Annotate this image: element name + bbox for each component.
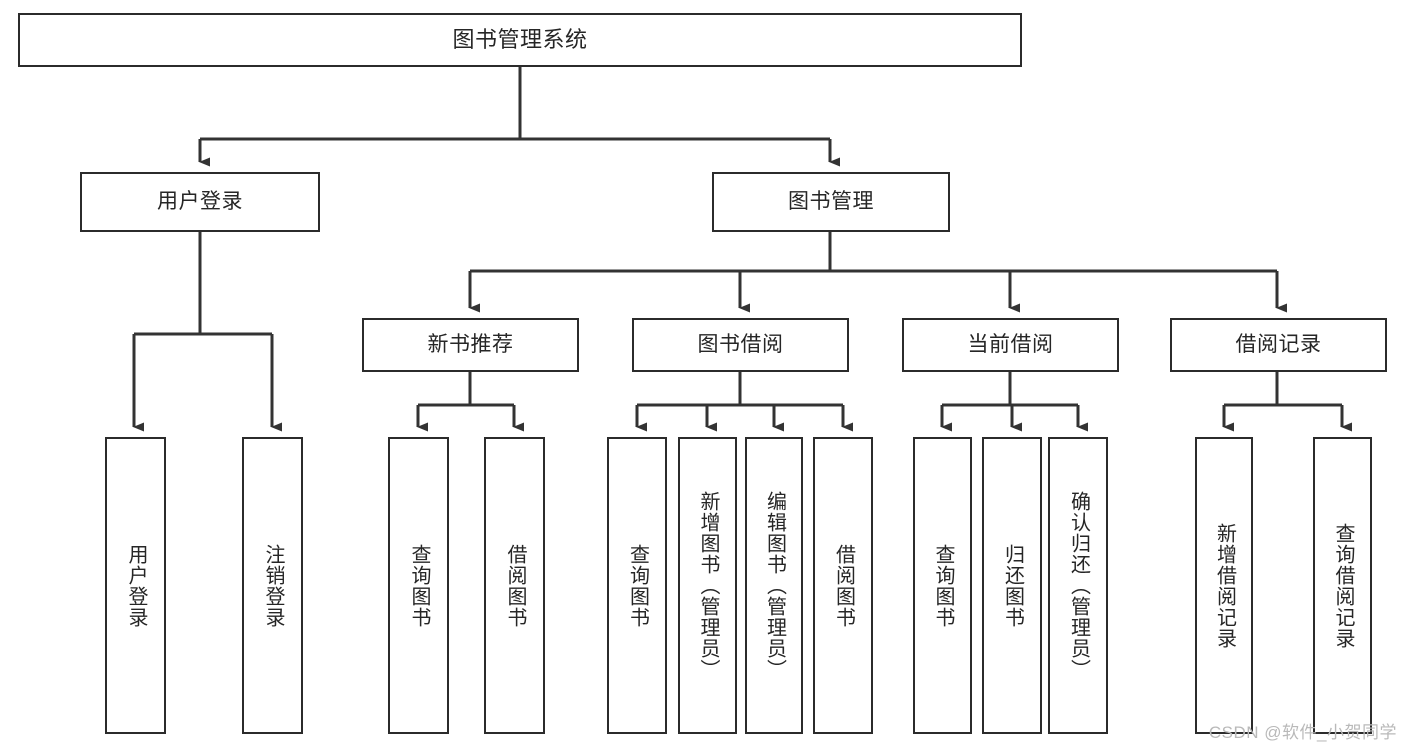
node-label: 查询图书 (626, 543, 649, 628)
node-leaf-图书借阅-新增图书管理员[interactable]: 新增图书（管理员） (678, 437, 737, 734)
node-leaf-借阅记录-查询借阅记录[interactable]: 查询借阅记录 (1313, 437, 1372, 734)
node-leaf-当前借阅-归还图书[interactable]: 归还图书 (982, 437, 1042, 734)
watermark-text: CSDN @软件_小贺同学 (1208, 723, 1397, 742)
node-leaf-用户登录-注销登录[interactable]: 注销登录 (242, 437, 303, 734)
node-level2-图书管理[interactable]: 图书管理 (712, 172, 950, 232)
node-leaf-新书推荐-借阅图书[interactable]: 借阅图书 (484, 437, 545, 734)
node-label: 新书推荐 (427, 333, 514, 357)
node-label: 查询借阅记录 (1332, 522, 1354, 649)
node-leaf-图书借阅-查询图书[interactable]: 查询图书 (607, 437, 667, 734)
node-leaf-当前借阅-查询图书[interactable]: 查询图书 (913, 437, 972, 734)
node-label: 借阅图书 (832, 543, 855, 628)
node-label: 查询图书 (932, 543, 954, 628)
node-leaf-借阅记录-新增借阅记录[interactable]: 新增借阅记录 (1195, 437, 1253, 734)
node-level3-图书借阅[interactable]: 图书借阅 (632, 318, 849, 372)
node-leaf-图书借阅-编辑图书管理员[interactable]: 编辑图书（管理员） (745, 437, 803, 734)
node-label: 确认归还（管理员） (1067, 491, 1090, 680)
node-label: 查询图书 (408, 543, 430, 628)
node-level2-用户登录[interactable]: 用户登录 (80, 172, 320, 232)
node-label: 图书管理系统 (452, 26, 588, 52)
node-level3-借阅记录[interactable]: 借阅记录 (1170, 318, 1387, 372)
node-label: 新增图书（管理员） (697, 491, 719, 680)
node-label: 图书管理 (788, 190, 874, 214)
node-label: 用户登录 (125, 543, 147, 628)
node-leaf-图书借阅-借阅图书[interactable]: 借阅图书 (813, 437, 873, 734)
node-level3-新书推荐[interactable]: 新书推荐 (362, 318, 579, 372)
node-label: 编辑图书（管理员） (763, 491, 786, 680)
node-level3-当前借阅[interactable]: 当前借阅 (902, 318, 1119, 372)
node-label: 借阅图书 (504, 543, 526, 628)
node-label: 用户登录 (157, 190, 243, 214)
node-label: 注销登录 (262, 543, 284, 628)
node-leaf-新书推荐-查询图书[interactable]: 查询图书 (388, 437, 449, 734)
node-leaf-当前借阅-确认归还管理员[interactable]: 确认归还（管理员） (1048, 437, 1108, 734)
node-label: 当前借阅 (967, 333, 1054, 357)
node-label: 图书借阅 (697, 333, 784, 357)
node-label: 借阅记录 (1235, 333, 1322, 357)
node-label: 新增借阅记录 (1213, 522, 1236, 649)
node-label: 归还图书 (1001, 543, 1024, 628)
node-leaf-用户登录-用户登录[interactable]: 用户登录 (105, 437, 166, 734)
node-root-book-management-system[interactable]: 图书管理系统 (18, 13, 1022, 67)
